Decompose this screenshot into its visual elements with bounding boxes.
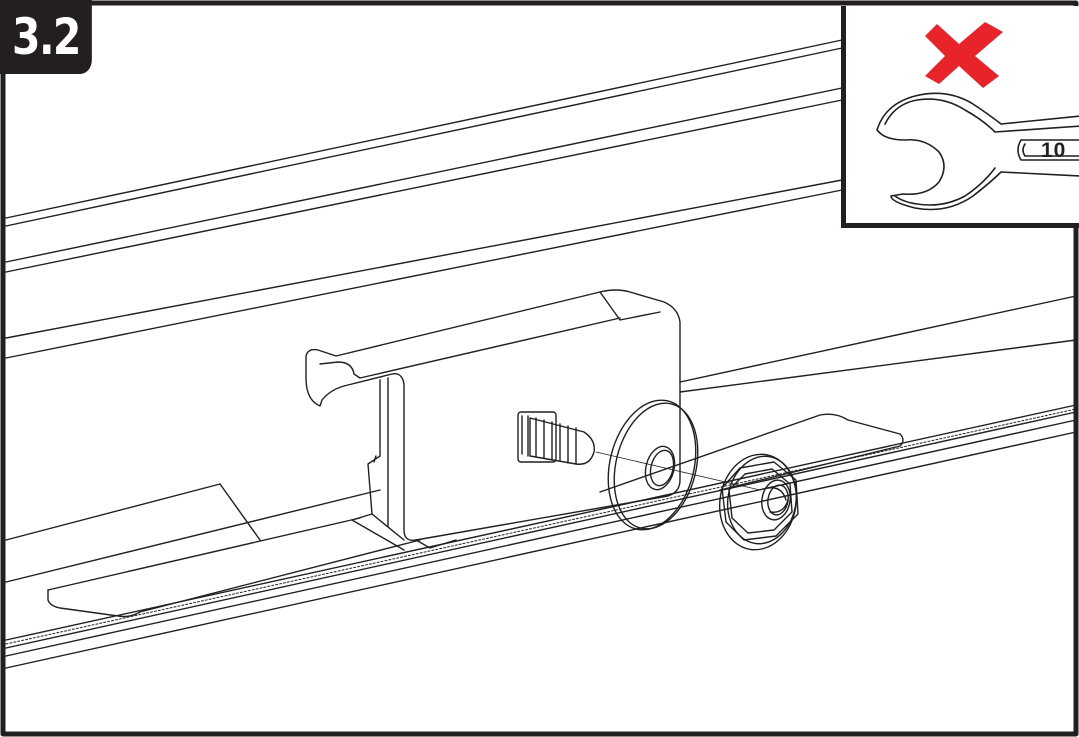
flange-nut [718, 453, 799, 551]
rail-right-edge [679, 295, 1077, 383]
assembly-axis [595, 451, 761, 491]
step-number: 3.2 [0, 0, 92, 74]
threaded-stud [517, 411, 595, 465]
bottom-plate-left [47, 539, 421, 618]
rail-upper [5, 39, 843, 359]
red-cross-icon [925, 22, 1003, 88]
tool-inset [841, 6, 1079, 228]
rail-lower [5, 404, 1077, 669]
wrench-size-label: 10 [1041, 139, 1067, 162]
washer [607, 399, 699, 531]
open-end-wrench-icon [876, 92, 1079, 211]
u-bracket [305, 289, 681, 551]
plate-edge [5, 483, 221, 541]
